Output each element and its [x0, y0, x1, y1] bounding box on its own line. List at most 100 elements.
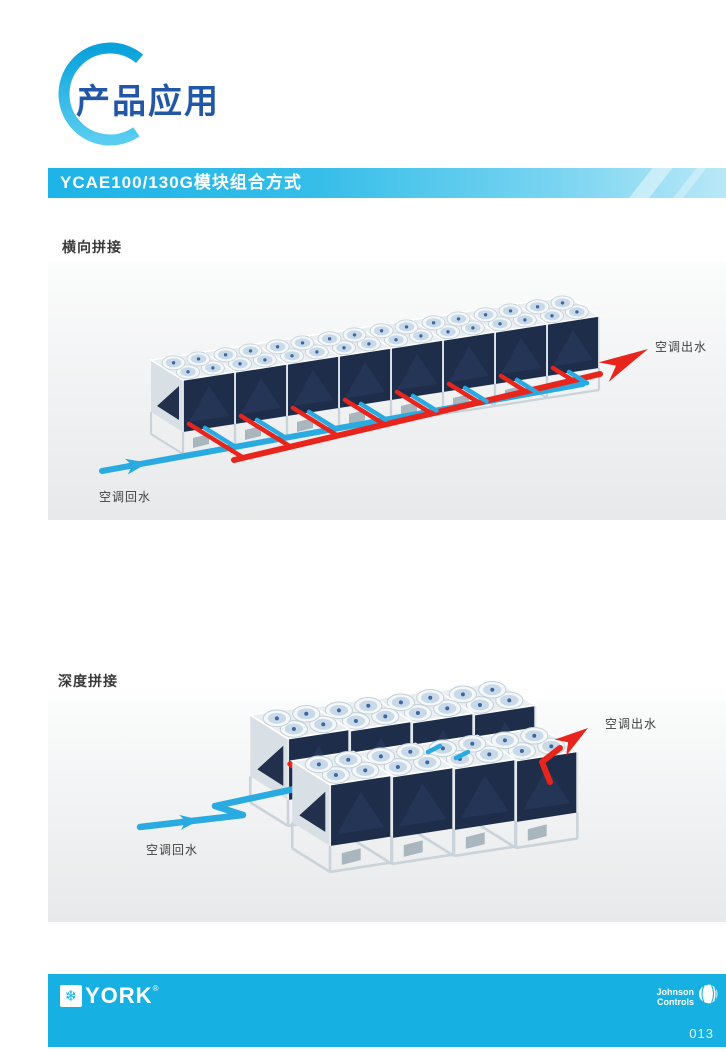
fan-hub [290, 354, 294, 358]
fan-hub [263, 358, 267, 362]
module-coil-vee [293, 370, 333, 406]
pipe-segment [425, 743, 443, 755]
pipe-segment [566, 369, 590, 386]
fan-hub [336, 708, 341, 713]
fan-hub [415, 710, 420, 715]
york-logo: ❄ YORK ® [60, 983, 158, 1009]
chiller-module [148, 351, 238, 456]
fan-hub [550, 314, 554, 318]
return-water-label: 空调回水 [146, 843, 199, 857]
supply-pipe [539, 745, 563, 785]
module-coil-vee [449, 346, 489, 382]
fan-hub [300, 341, 305, 345]
module-control-box [193, 434, 209, 448]
fan-hub [353, 718, 358, 723]
pipe-segment [453, 749, 471, 761]
pipe-segment [358, 401, 389, 422]
pipe-segment [202, 425, 238, 450]
pipe-segment [446, 381, 482, 405]
fan-hub [490, 687, 495, 692]
section-header-bar: YCAE100/130G模块组合方式 [48, 168, 726, 198]
globe-icon [698, 984, 718, 1004]
module-coil-vee [337, 791, 385, 835]
module-control-box [341, 848, 361, 865]
page-number: 013 [689, 1026, 714, 1041]
pipe-segment [462, 385, 489, 404]
fan-hub [304, 711, 309, 716]
module-coil-vee [553, 330, 593, 366]
fan-hub [346, 757, 351, 762]
fan-hub [211, 366, 215, 370]
fan-hub [275, 345, 280, 349]
fan-hub [431, 321, 436, 325]
pipe-segment [342, 397, 387, 427]
diagram1-title: 横向拼接 [62, 239, 122, 255]
fan-hub [248, 349, 253, 353]
module-control-box [403, 840, 423, 857]
fan-hub [223, 353, 228, 357]
fan-hub [333, 772, 338, 777]
snowflake-icon: ❄ [60, 985, 82, 1007]
pipe-segment [394, 389, 434, 416]
outlet-arrow-icon [554, 728, 588, 756]
fan-hub [383, 714, 388, 719]
pipe-segment [290, 405, 340, 438]
fan-hub [428, 695, 433, 700]
module-side-coil [257, 745, 284, 786]
fan-hub [379, 329, 384, 333]
fan-hub [352, 333, 357, 337]
section-header-title: YCAE100/130G模块组合方式 [60, 173, 302, 192]
pipe-segment [231, 370, 603, 463]
fan-hub [378, 754, 383, 759]
fan-hub [366, 703, 371, 708]
module-coil-vee [501, 338, 541, 374]
fan-hub [171, 361, 176, 365]
pipe-segment [550, 365, 576, 383]
fan-hub [532, 733, 537, 738]
pipe-segment [514, 377, 540, 395]
pipe-segment [498, 373, 529, 394]
module-coil-vee [399, 783, 447, 827]
fan-hub [560, 301, 565, 305]
fan-hub [535, 305, 540, 309]
registered-mark: ® [152, 983, 159, 993]
johnson-controls-text: Johnson Controls [656, 987, 695, 1008]
page-title: 产品应用 [76, 83, 220, 121]
fan-hub [316, 762, 321, 767]
module-control-box [245, 426, 261, 440]
outlet-water-label: 空调出水 [605, 717, 658, 731]
outlet-arrow-icon [598, 349, 648, 382]
module-coil-vee [523, 767, 571, 811]
fan-hub [425, 760, 430, 765]
fan-hub [498, 322, 502, 326]
footer-brand-bar: ❄ YORK ® Johnson Controls 013 [48, 974, 726, 1047]
outlet-water-label: 空调出水 [655, 340, 708, 354]
fan-hub [321, 722, 326, 727]
fan-hub [327, 337, 332, 341]
fan-hub [342, 346, 346, 350]
fan-hub [398, 700, 403, 705]
fan-hub [519, 748, 524, 753]
york-wordmark: YORK [85, 983, 153, 1008]
fan-hub [363, 768, 368, 773]
pipe-segment [186, 421, 246, 461]
depth-row-illustration [136, 680, 588, 874]
fan-hub [395, 764, 400, 769]
fan-hub [456, 317, 461, 321]
module-side-coil [299, 791, 326, 832]
fan-hub [508, 309, 513, 313]
module-coil-vee [189, 386, 229, 422]
chiller-module [289, 750, 394, 874]
fan-hub [315, 350, 319, 354]
fan-hub [238, 362, 242, 366]
fan-hub [408, 749, 413, 754]
fan-hub [523, 318, 527, 322]
fan-hub [470, 741, 475, 746]
module-control-box [527, 824, 547, 841]
return-water-label: 空调回水 [99, 490, 152, 504]
fan-hub [446, 330, 450, 334]
module-side-coil [157, 386, 179, 420]
pipe-segment [238, 413, 293, 449]
return-arrow-icon [124, 458, 148, 475]
fan-hub [549, 744, 554, 749]
